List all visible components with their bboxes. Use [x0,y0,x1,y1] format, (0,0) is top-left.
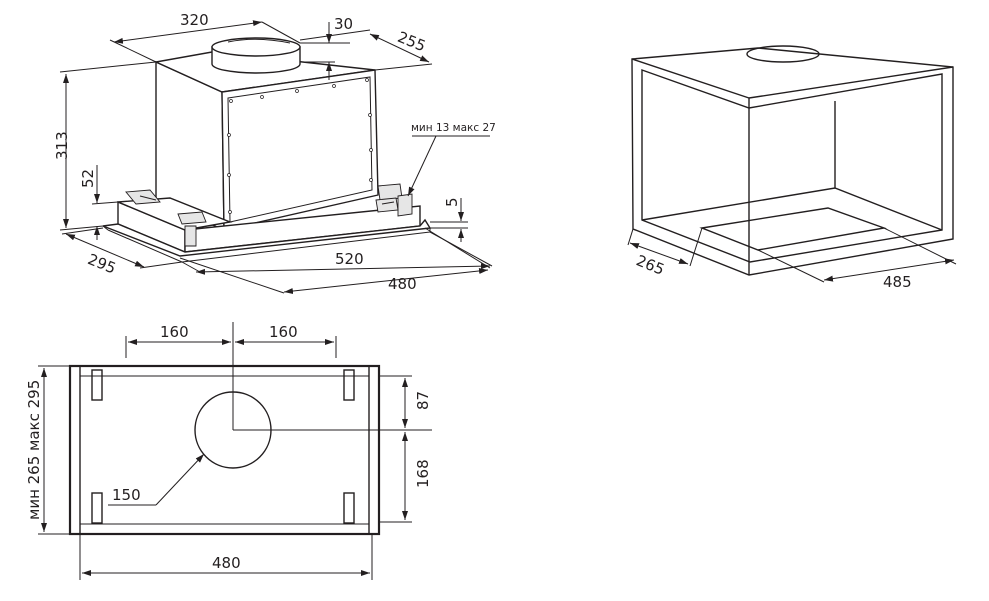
cabinet-outline [631,47,954,276]
dim-480-hood: 480 [179,227,491,295]
adjust-range-label: мин 13 макс 27 [411,122,496,134]
dim-480-plan-label: 480 [212,554,241,572]
dim-313: 313 [53,61,157,231]
dim-320: 320 [109,11,301,63]
dim-265-cabinet: 265 [627,227,703,279]
adjust-range-note: мин 13 макс 27 [407,122,496,197]
dim-265-label: 265 [634,251,667,278]
dim-87-label: 87 [414,391,432,410]
dim-5: 5 [430,197,468,242]
dim-168: 168 [379,432,432,523]
dim-313-label: 313 [53,131,71,160]
hood-front-border [227,76,373,223]
plan-inner-frame [79,365,370,535]
dim-485-label: 485 [883,273,912,291]
dim-150-label: 150 [112,486,141,504]
plan-mounting-slots [91,369,355,524]
dim-480-hood-label: 480 [388,275,417,293]
dim-30-label: 30 [334,15,353,33]
dim-87: 87 [379,375,432,428]
plan-outer-frame [68,364,381,536]
hood-isometric-view: 320 30 255 313 52 [53,11,496,295]
dim-160-left-label: 160 [160,323,189,341]
dim-depth-range-label: мин 265 макс 295 [25,380,43,520]
hood-screws [227,78,373,214]
dim-520-label: 520 [335,250,364,268]
hood-bottom-frame [102,218,432,257]
dim-160-right: 160 [235,323,337,358]
dim-320-label: 320 [180,11,209,29]
dim-5-label: 5 [443,197,461,207]
mounting-brackets [125,183,413,247]
cabinet-duct-hole [746,45,820,63]
cabinet-opening [641,69,943,263]
dim-160-left: 160 [125,323,231,358]
duct-collar [211,37,301,74]
dim-depth-range: мин 265 макс 295 [25,365,70,535]
hood-body-front-face [221,69,379,231]
dim-480-plan: 480 [79,534,373,580]
dim-255-label: 255 [395,28,428,55]
dim-150: 150 [108,453,205,506]
cabinet-isometric-view: 265 485 [627,45,957,291]
dim-168-label: 168 [414,459,432,488]
dim-160-right-label: 160 [269,323,298,341]
dim-485-cabinet: 485 [757,227,957,291]
plan-view: 160 160 87 168 мин 265 макс 295 [25,322,432,580]
dim-52-label: 52 [79,169,97,188]
dim-30: 30 [300,15,353,80]
